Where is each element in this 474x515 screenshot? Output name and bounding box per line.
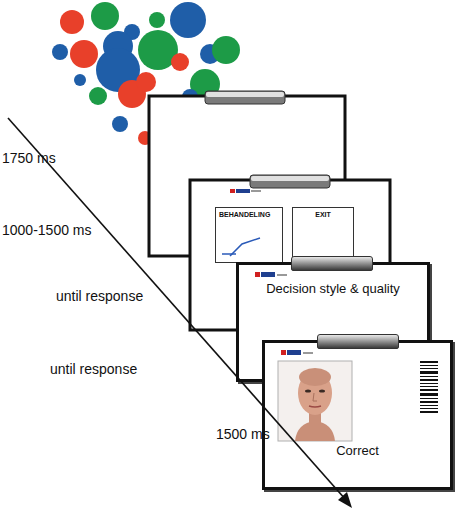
choice-box: BEHANDELING [215, 207, 283, 263]
time-label: until response [50, 361, 137, 377]
node-text: EXIT [293, 211, 353, 218]
logo-mark [281, 349, 321, 357]
clipboard-clip [317, 334, 399, 349]
time-label: 1750 ms [2, 150, 56, 166]
clipboard-screen: Correct [262, 340, 453, 490]
time-label: 1000-1500 ms [2, 222, 92, 238]
node-text: Decision style & quality [239, 281, 427, 296]
choice-box: EXIT [292, 207, 354, 259]
node-text: Correct [265, 443, 450, 458]
clipboard-clip [291, 256, 373, 271]
logo-mark [255, 271, 295, 279]
node-text: BEHANDELING [219, 211, 270, 218]
time-label: 1500 ms [216, 426, 270, 442]
id-card-art [265, 343, 445, 443]
time-label: until response [56, 288, 143, 304]
